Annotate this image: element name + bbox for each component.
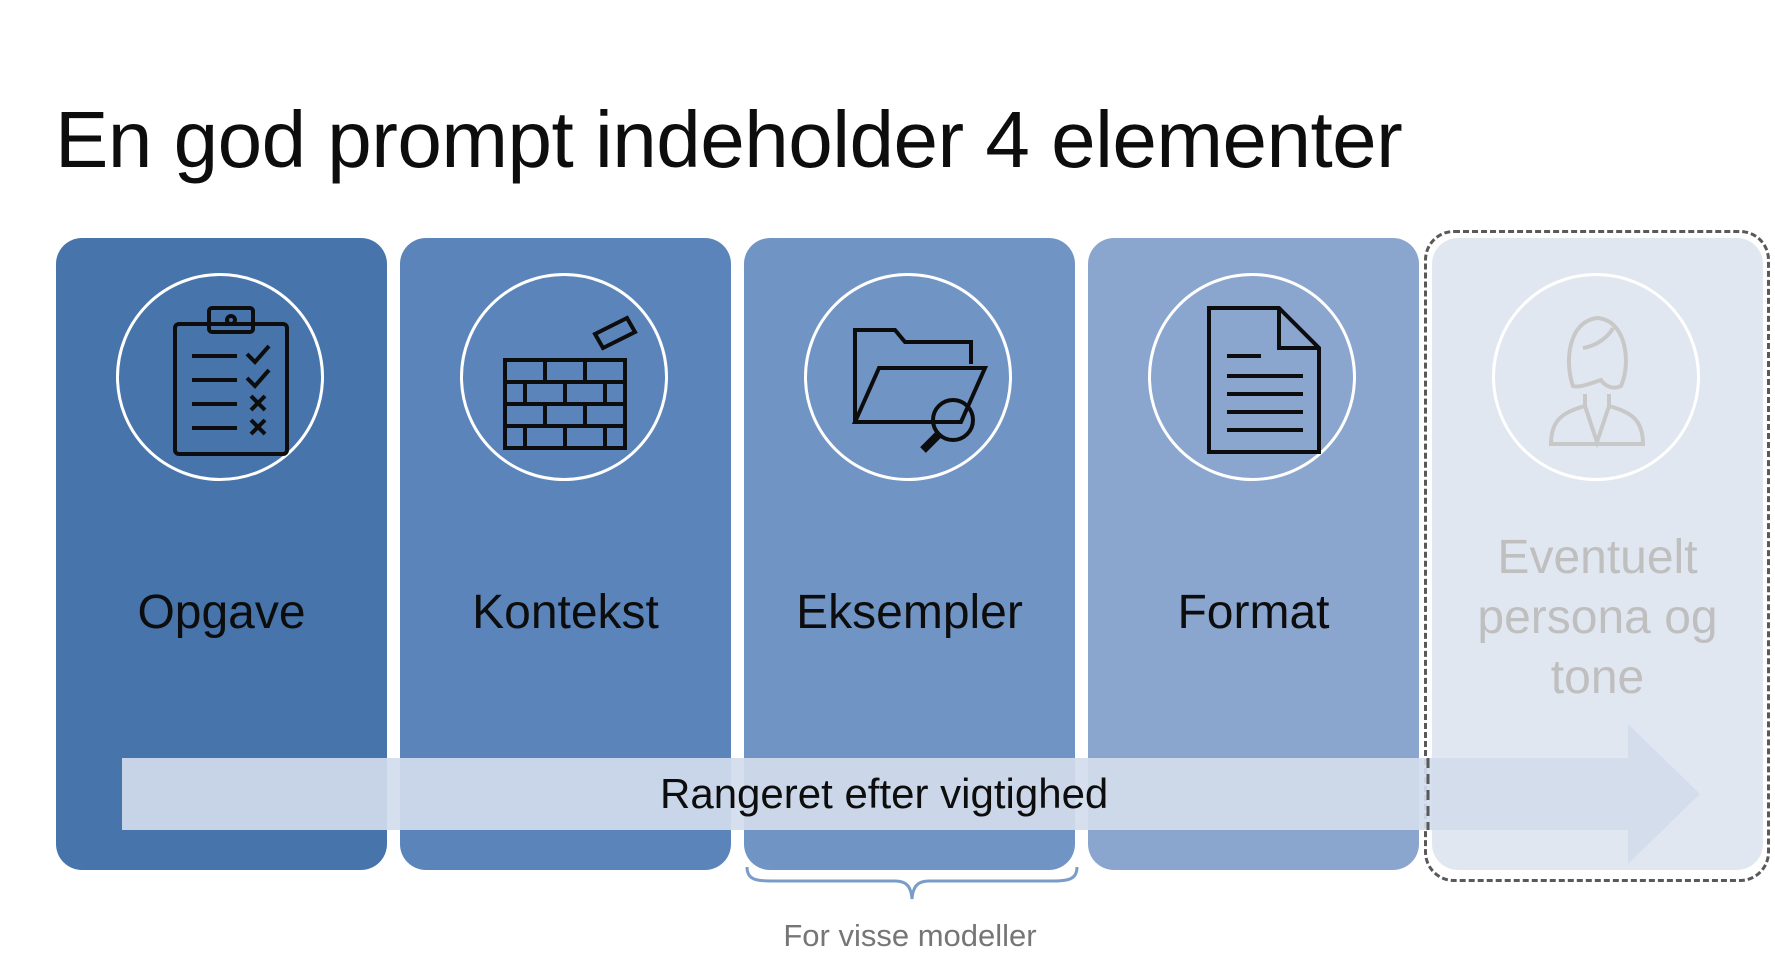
card-label: Format — [1177, 586, 1330, 639]
clipboard-checklist-icon — [173, 306, 289, 456]
card-label: Eventuelt persona og tone — [1477, 531, 1718, 704]
arrow-label: Rangeret efter vigtighed — [660, 770, 1109, 817]
document-icon — [1207, 306, 1321, 454]
optional-dashed-frame — [1424, 230, 1770, 882]
icon-circle — [460, 273, 668, 481]
icon-circle — [1492, 273, 1700, 481]
card-label: Opgave — [137, 586, 306, 639]
icon-circle — [804, 273, 1012, 481]
folder-search-icon — [851, 328, 989, 453]
page-title: En god prompt indeholder 4 elementer — [55, 95, 1403, 184]
card-label: Eksempler — [796, 586, 1023, 639]
curly-brace — [745, 866, 1079, 900]
person-icon — [1548, 315, 1646, 449]
icon-circle — [116, 273, 324, 481]
icon-circle — [1148, 273, 1356, 481]
brick-wall-icon — [503, 315, 638, 450]
card-label: Kontekst — [472, 586, 659, 639]
note-text: For visse modeller — [783, 918, 1037, 953]
